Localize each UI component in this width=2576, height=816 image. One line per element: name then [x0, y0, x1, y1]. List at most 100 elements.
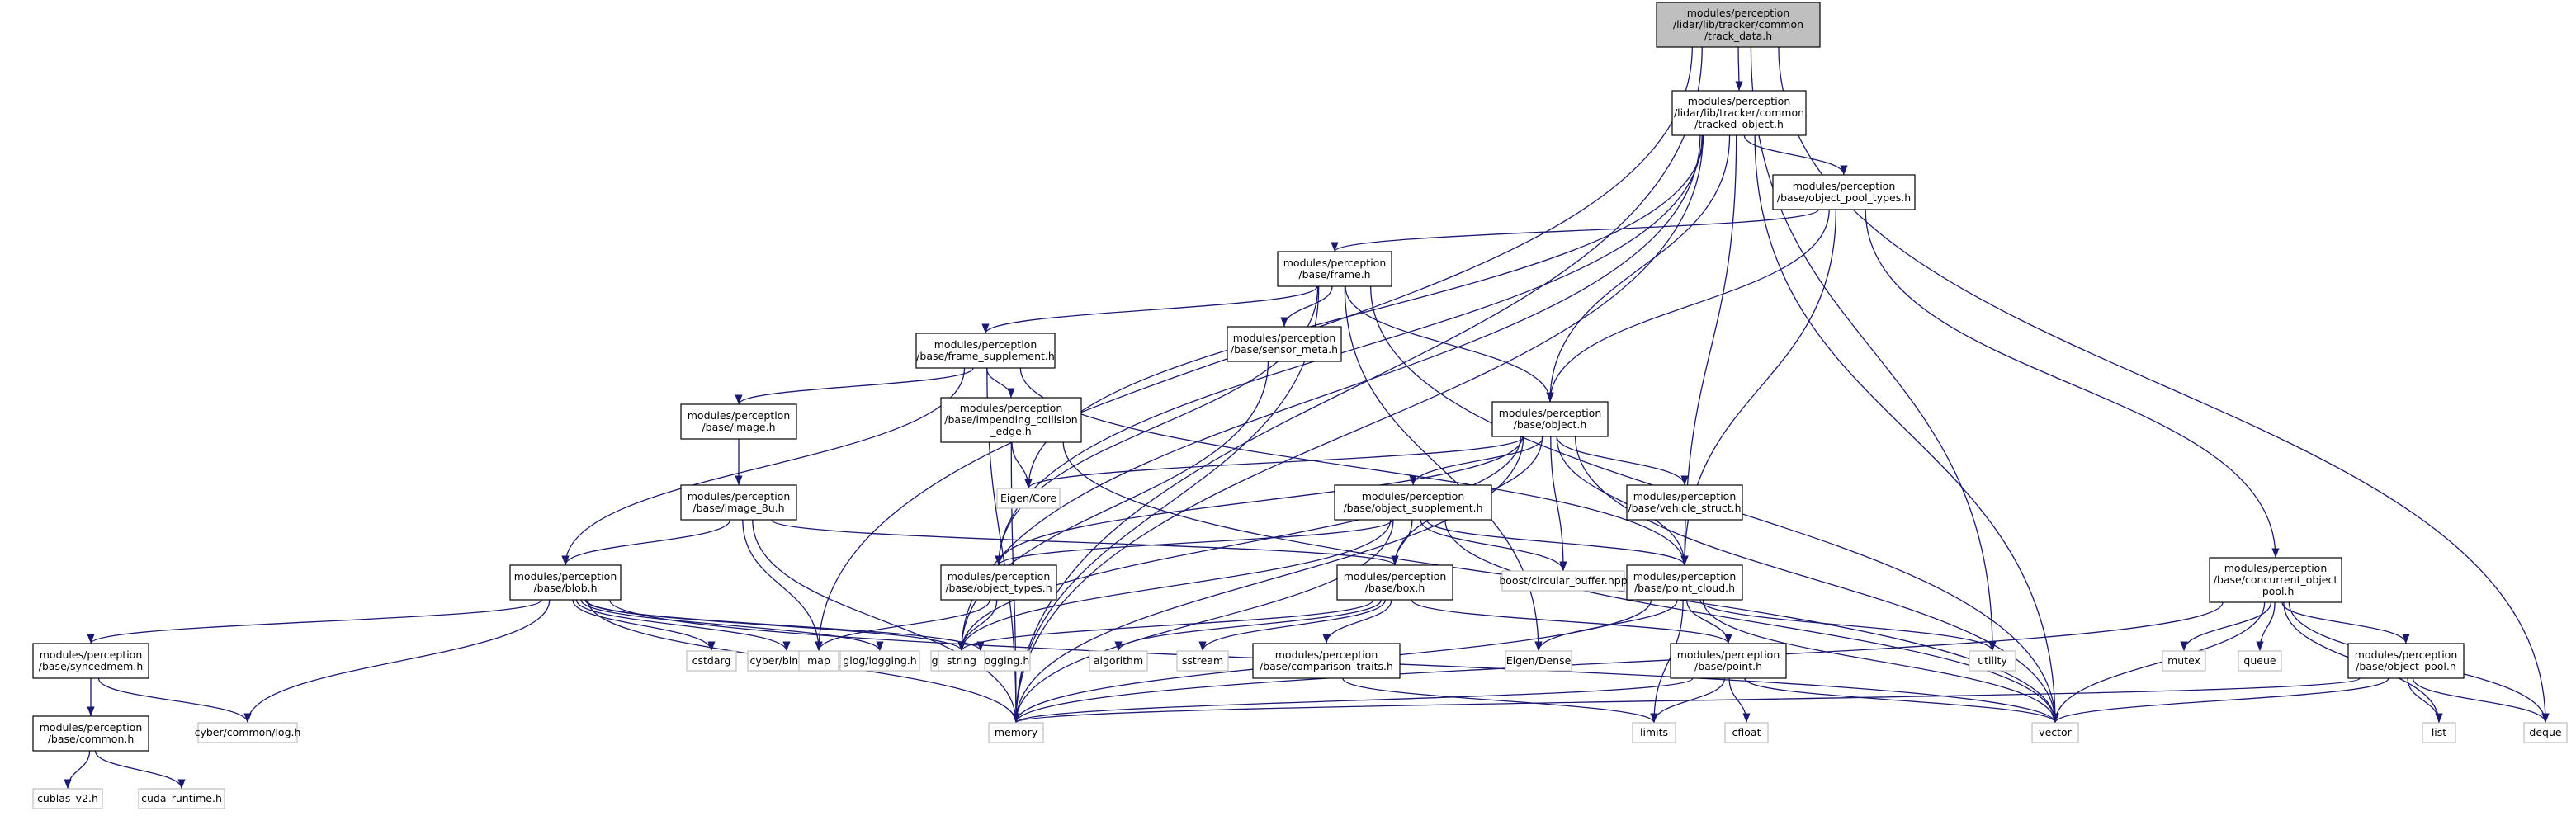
- node-image-8u[interactable]: modules/perception/base/image_8u.h: [680, 484, 797, 521]
- edge-line: [1409, 436, 1544, 486]
- node-label-line: _edge.h: [990, 425, 1031, 437]
- node-concurrent-pool[interactable]: modules/perception/base/concurrent_objec…: [2209, 557, 2342, 603]
- edge-line: [957, 134, 1701, 652]
- node-impending[interactable]: modules/perception/base/impending_collis…: [940, 397, 1082, 443]
- node-syncedmem[interactable]: modules/perception/base/syncedmem.h: [32, 643, 149, 679]
- node-image[interactable]: modules/perception/base/image.h: [680, 403, 797, 440]
- node-blob[interactable]: modules/perception/base/blob.h: [509, 564, 622, 601]
- edge-frame-supplement-to-image: [735, 367, 974, 405]
- edge-frame-to-object: [1345, 285, 1554, 403]
- node-map: map: [798, 650, 839, 672]
- node-label-line: utility: [1978, 654, 2007, 667]
- edge-line: [64, 750, 91, 790]
- node-sensor-meta[interactable]: modules/perception/base/sensor_meta.h: [1227, 326, 1342, 362]
- node-algorithm: algorithm: [1089, 650, 1148, 672]
- node-object[interactable]: modules/perception/base/object.h: [1491, 401, 1609, 437]
- node-label-line: modules/perception: [2224, 562, 2328, 574]
- edge-line: [1754, 134, 2059, 724]
- edge-object-to-eigen-core: [1024, 436, 1525, 489]
- node-label-line: limits: [1640, 726, 1668, 738]
- node-box: [1772, 174, 1916, 210]
- node-label-line: /base/object_supplement.h: [1343, 502, 1482, 514]
- edge-line: [2256, 601, 2276, 652]
- edge-line: [985, 367, 1015, 399]
- edge-line: [1345, 285, 1554, 403]
- node-label-line: modules/perception: [1283, 257, 1387, 269]
- edge-line: [1114, 599, 1382, 652]
- node-mutex: mutex: [2162, 650, 2206, 672]
- node-point[interactable]: modules/perception/base/point.h: [1670, 643, 1787, 679]
- edge-line: [1744, 677, 2059, 724]
- node-frame-supplement[interactable]: modules/perception/base/frame_supplement…: [915, 333, 1056, 369]
- node-label-line: /base/blob.h: [533, 582, 597, 594]
- node-label-line: modules/perception: [514, 570, 617, 583]
- edge-line: [87, 599, 542, 644]
- node-vehicle-struct[interactable]: modules/perception/base/vehicle_struct.h: [1626, 484, 1743, 521]
- node-object-types[interactable]: modules/perception/base/object_types.h: [940, 564, 1057, 601]
- edge-object-pool-types-to-object: [1546, 209, 1830, 403]
- node-cfloat: cfloat: [1724, 722, 1769, 743]
- node-box: [915, 333, 1056, 369]
- node-box[interactable]: modules/perception/base/box.h: [1336, 564, 1453, 601]
- edge-line: [1778, 46, 2550, 724]
- edge-tracked-object-to-string: [957, 134, 1701, 652]
- edge-line: [1011, 441, 1033, 489]
- edge-line: [572, 599, 716, 652]
- node-box: [686, 650, 737, 672]
- edge-object-pool-types-to-frame: [1331, 209, 1819, 252]
- node-box: [1505, 650, 1572, 672]
- edge-box-to-algorithm: [1114, 599, 1382, 652]
- node-object-pool[interactable]: modules/perception/base/object_pool.h: [2347, 643, 2465, 679]
- edge-line: [1012, 519, 1394, 724]
- edge-line: [1012, 601, 2224, 724]
- edge-blob-to-cyber-binary: [575, 599, 791, 652]
- edge-object-to-point-cloud: [1556, 436, 1689, 566]
- node-box: [996, 488, 1061, 509]
- node-label-line: modules/perception: [40, 721, 143, 733]
- edge-object-supplement-to-point-cloud: [1425, 519, 1689, 566]
- node-label-line: modules/perception: [948, 570, 1051, 583]
- edge-image-8u-to-map: [742, 519, 823, 652]
- edge-line: [1322, 599, 1392, 644]
- node-label-line: modules/perception: [40, 649, 143, 661]
- node-limits: limits: [1632, 722, 1676, 743]
- node-common[interactable]: modules/perception/base/common.h: [32, 715, 149, 752]
- node-label-line: algorithm: [1094, 654, 1143, 667]
- node-label-line: /base/vehicle_struct.h: [1628, 502, 1741, 514]
- edge-line: [575, 599, 791, 652]
- node-comparison-traits[interactable]: modules/perception/base/comparison_trait…: [1252, 643, 1401, 679]
- edge-line: [995, 519, 1393, 566]
- node-label-line: modules/perception: [1344, 570, 1447, 583]
- node-label-line: modules/perception: [1275, 649, 1378, 661]
- node-point-cloud[interactable]: modules/perception/base/point_cloud.h: [1626, 564, 1743, 601]
- node-box: [32, 788, 103, 809]
- node-tracked-object[interactable]: modules/perception/lidar/lib/tracker/com…: [1671, 90, 1807, 136]
- edge-image-8u-to-memory: [752, 519, 1020, 724]
- node-label-line: memory: [995, 726, 1038, 738]
- edge-concurrent-pool-to-mutex: [2180, 601, 2272, 652]
- edge-line: [1012, 436, 1524, 724]
- node-label-line: /base/point_cloud.h: [1634, 582, 1735, 594]
- node-box: [940, 397, 1082, 443]
- edge-line: [585, 599, 985, 652]
- node-cyber-log: cyber/common/log.h: [195, 722, 300, 743]
- node-box: [2209, 557, 2342, 603]
- node-label-line: deque: [2529, 726, 2561, 738]
- edge-blob-to-glog-raw: [585, 599, 985, 652]
- node-frame[interactable]: modules/perception/base/frame.h: [1277, 251, 1392, 287]
- node-box: [680, 484, 797, 521]
- edge-line: [1342, 677, 1658, 724]
- edge-comparison-traits-to-limits: [1342, 677, 1658, 724]
- edge-frame-to-frame-supplement: [981, 285, 1318, 334]
- edge-concurrent-pool-to-memory: [1012, 601, 2224, 724]
- node-label-line: /base/comparison_traits.h: [1260, 660, 1393, 672]
- node-box: [2162, 650, 2206, 672]
- node-box: [1626, 484, 1743, 521]
- node-label-line: modules/perception: [1633, 490, 1737, 502]
- edge-line: [1411, 599, 1732, 644]
- node-object-pool-types[interactable]: modules/perception/base/object_pool_type…: [1772, 174, 1916, 210]
- node-track-data[interactable]: modules/perception/lidar/lib/tracker/com…: [1656, 2, 1821, 48]
- node-object-supplement[interactable]: modules/perception/base/object_supplemen…: [1334, 484, 1492, 521]
- edge-object-pool-types-to-concurrent-pool: [1865, 209, 2280, 559]
- node-box: [2347, 643, 2465, 679]
